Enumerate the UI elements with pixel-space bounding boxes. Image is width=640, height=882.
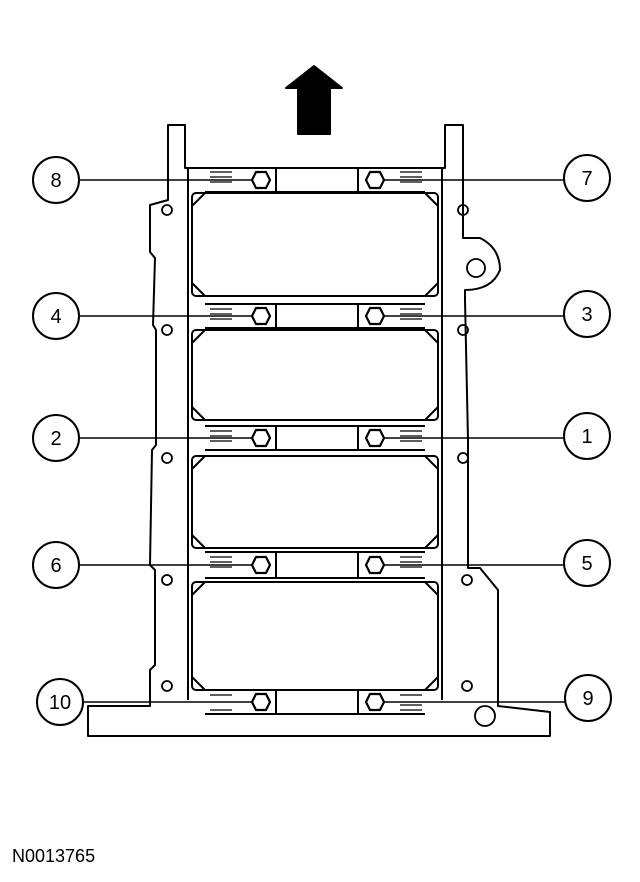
bore-pocket-4 <box>191 581 439 691</box>
bolt-hex-icon <box>364 428 386 448</box>
callout-label: 9 <box>582 688 593 710</box>
hatch-marks <box>210 171 422 711</box>
callout-2: 2 <box>32 414 80 462</box>
callout-9: 9 <box>564 674 612 722</box>
callouts: 8 7 4 3 2 1 6 5 10 9 <box>32 154 612 726</box>
bolt-hex-icon <box>364 170 386 190</box>
bolt-hex-icon <box>250 555 272 575</box>
up-arrow-icon <box>285 65 343 135</box>
bolt-hex-icon <box>250 428 272 448</box>
callout-label: 6 <box>50 555 61 577</box>
callout-4: 4 <box>32 292 80 340</box>
callout-label: 4 <box>50 306 61 328</box>
callout-label: 10 <box>49 692 71 714</box>
callout-label: 2 <box>50 428 61 450</box>
bolt-hex-icon <box>364 306 386 326</box>
callout-label: 5 <box>581 553 592 575</box>
callout-label: 8 <box>50 170 61 192</box>
hex-bolts <box>250 170 386 712</box>
bolt-hex-icon <box>250 692 272 712</box>
block-outline <box>87 124 551 737</box>
bearing-caps <box>205 167 425 715</box>
callout-6: 6 <box>32 541 80 589</box>
callout-3: 3 <box>563 290 611 338</box>
callout-10: 10 <box>36 678 84 726</box>
bolt-hex-icon <box>364 692 386 712</box>
bore-pocket-1 <box>191 192 439 297</box>
bore-pocket-3 <box>191 455 439 549</box>
bolt-hex-icon <box>250 306 272 326</box>
callout-7: 7 <box>563 154 611 202</box>
side-holes <box>161 204 496 727</box>
bore-pocket-2 <box>191 329 439 421</box>
callout-5: 5 <box>563 539 611 587</box>
bolt-hex-icon <box>364 555 386 575</box>
callout-label: 7 <box>581 168 592 190</box>
callout-label: 1 <box>581 426 592 448</box>
figure-id: N0013765 <box>12 846 96 866</box>
leader-lines <box>80 179 568 703</box>
callout-label: 3 <box>581 304 592 326</box>
callout-1: 1 <box>563 412 611 460</box>
callout-8: 8 <box>32 156 80 204</box>
bolt-hex-icon <box>250 170 272 190</box>
